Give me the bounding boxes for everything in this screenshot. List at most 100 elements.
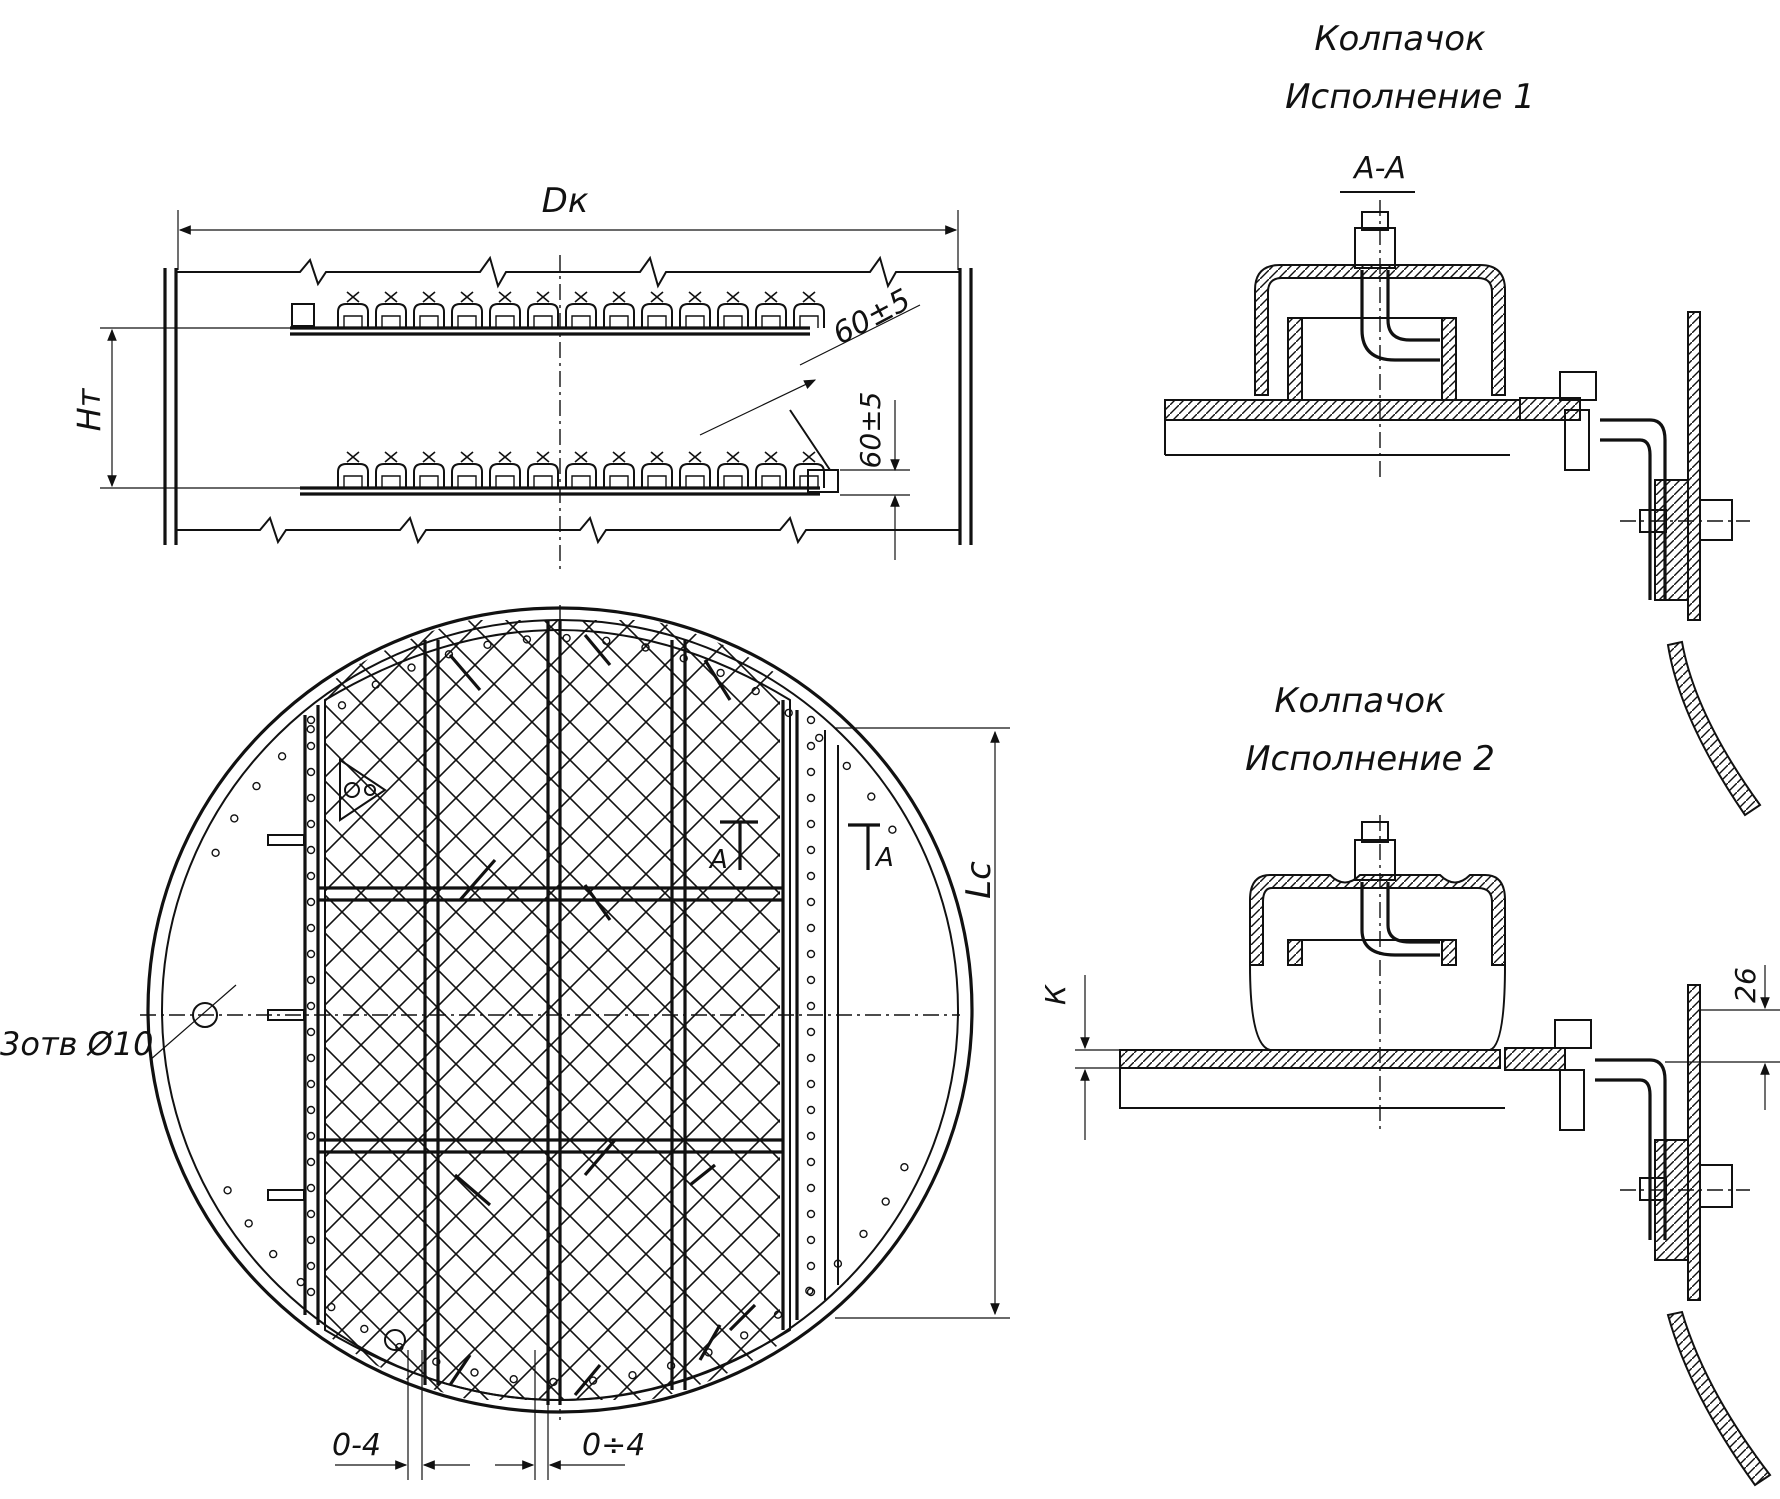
rivet (562, 633, 571, 643)
rivet (806, 897, 816, 907)
rivet (306, 975, 316, 985)
dim-26-label: 26 (1729, 967, 1762, 1003)
bubble-cap (603, 291, 635, 328)
rivet (773, 1310, 783, 1319)
plan-length-label: Lс (959, 861, 999, 899)
rivet (306, 871, 316, 881)
bubble-cap (679, 291, 711, 328)
rivet (360, 1324, 369, 1334)
rivet (306, 1131, 316, 1141)
rivet (806, 1001, 816, 1011)
rivet (306, 715, 316, 725)
rivet (602, 636, 611, 645)
rivet (888, 825, 897, 834)
gap-right-label: 0÷4 (582, 1428, 645, 1463)
cap-v1-subtitle: Исполнение 1 (1285, 77, 1535, 117)
rivet (306, 897, 316, 907)
rivet (628, 1370, 637, 1380)
bubble-cap (451, 291, 483, 328)
rivet (806, 819, 816, 829)
lower-tray-caps (337, 451, 825, 488)
rivet (306, 1079, 316, 1089)
rivet (306, 1053, 316, 1063)
rivet (716, 668, 725, 678)
rivet (306, 819, 316, 829)
rivet (252, 781, 261, 791)
rivet (306, 1157, 316, 1167)
bubble-cap (755, 451, 787, 488)
bubble-cap (793, 451, 825, 488)
rivet (306, 1027, 316, 1037)
rivet (806, 1157, 816, 1167)
rivet (806, 1131, 816, 1141)
rivet (211, 848, 220, 857)
rivet (522, 635, 532, 644)
bubble-cap (527, 291, 559, 328)
section-mark-2: А (874, 843, 894, 873)
cap-v2-subtitle: Исполнение 2 (1245, 739, 1495, 779)
bubble-cap (413, 291, 445, 328)
section-mark-1: А (708, 845, 728, 875)
bubble-cap (793, 291, 825, 328)
bubble-cap (489, 451, 521, 488)
rivet (223, 1186, 232, 1195)
rivet (806, 1287, 816, 1297)
cap-version-2: Колпачок Исполнение 2 (1039, 681, 1780, 1487)
rivet (881, 1197, 890, 1206)
bubble-cap (527, 451, 559, 488)
rivet (306, 1105, 316, 1115)
rivet (641, 643, 650, 652)
cap-v2-title: Колпачок (1274, 681, 1446, 721)
rivet (806, 1209, 816, 1219)
rivet (444, 650, 454, 659)
rivet (806, 715, 816, 725)
rivet (867, 792, 876, 801)
rivet (900, 1162, 909, 1172)
rivet (859, 1229, 868, 1239)
dim-k-label: К (1039, 984, 1072, 1005)
rivet (483, 640, 492, 649)
rivet (806, 1183, 816, 1193)
bubble-cap (717, 291, 749, 328)
elevation-view: Dк Hт 60±5 60±5 (70, 181, 973, 570)
diagonal-clips (448, 633, 757, 1397)
bubble-cap (565, 451, 597, 488)
rivet (806, 1053, 816, 1063)
rivet (306, 725, 315, 734)
rivet (666, 1361, 676, 1370)
rivet (806, 871, 816, 881)
hole-note-label: 3отв Ø10 (0, 1025, 154, 1063)
rivet (269, 1249, 278, 1259)
rivet (806, 793, 816, 803)
rivet (306, 949, 316, 959)
rivet (806, 767, 816, 777)
section-title: А-А (1352, 151, 1406, 186)
rivet (296, 1277, 305, 1287)
rivet (815, 733, 824, 743)
rivet (806, 949, 816, 959)
rivet (230, 814, 239, 823)
rivet (806, 741, 816, 751)
rivet (306, 1261, 316, 1271)
rivet (432, 1357, 441, 1366)
rivet (806, 845, 816, 855)
bubble-cap (565, 291, 597, 328)
rivet (679, 654, 688, 663)
rivet (806, 1105, 816, 1115)
rivet (784, 708, 793, 718)
bubble-cap (489, 291, 521, 328)
bubble-cap (603, 451, 635, 488)
rivet (306, 845, 316, 855)
rivet (588, 1376, 598, 1385)
cap-version-1: Колпачок Исполнение 1 А-А (1164, 19, 1762, 817)
bubble-cap (337, 291, 369, 328)
bubble-cap (375, 451, 407, 488)
upper-offset-label: 60±5 (827, 282, 916, 352)
rivet (244, 1219, 253, 1228)
rivet (371, 680, 380, 689)
tray-spacing-label: Hт (70, 387, 108, 431)
rivet (306, 1183, 316, 1193)
rivet (806, 1261, 816, 1271)
rivet (306, 1287, 316, 1297)
rivet (306, 1235, 316, 1245)
